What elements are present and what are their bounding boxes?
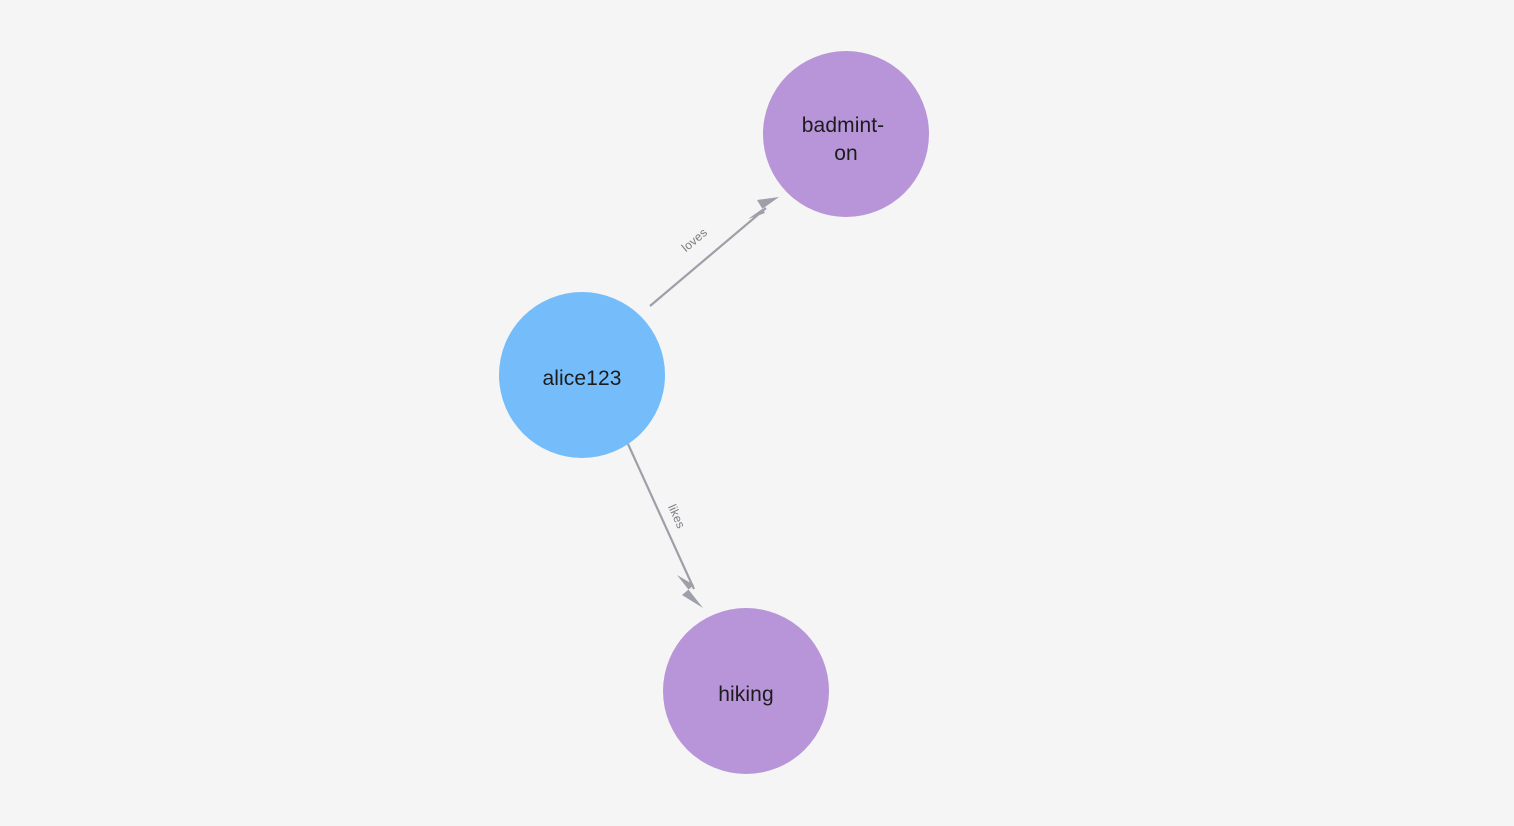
node-hiking[interactable]: hiking xyxy=(663,608,829,774)
node-alice123[interactable]: alice123 xyxy=(499,292,665,458)
node-alice123-circle[interactable] xyxy=(499,292,665,458)
node-hiking-circle[interactable] xyxy=(663,608,829,774)
edge-arrowhead-likes xyxy=(677,575,703,608)
edge-alice123-likes-hiking[interactable]: likes xyxy=(626,443,703,608)
edge-alice123-loves-badminton[interactable]: loves xyxy=(649,197,779,307)
edge-arrowhead-loves xyxy=(748,197,779,219)
node-badminton[interactable]: badmint- on xyxy=(763,51,929,217)
edge-label-loves: loves xyxy=(679,225,710,254)
edge-line-loves[interactable] xyxy=(649,207,767,307)
node-badminton-circle[interactable] xyxy=(763,51,929,217)
edge-line-likes[interactable] xyxy=(626,443,696,590)
nodes-layer: badmint- on alice123 hiking xyxy=(499,51,929,774)
edge-label-likes: likes xyxy=(665,502,688,531)
